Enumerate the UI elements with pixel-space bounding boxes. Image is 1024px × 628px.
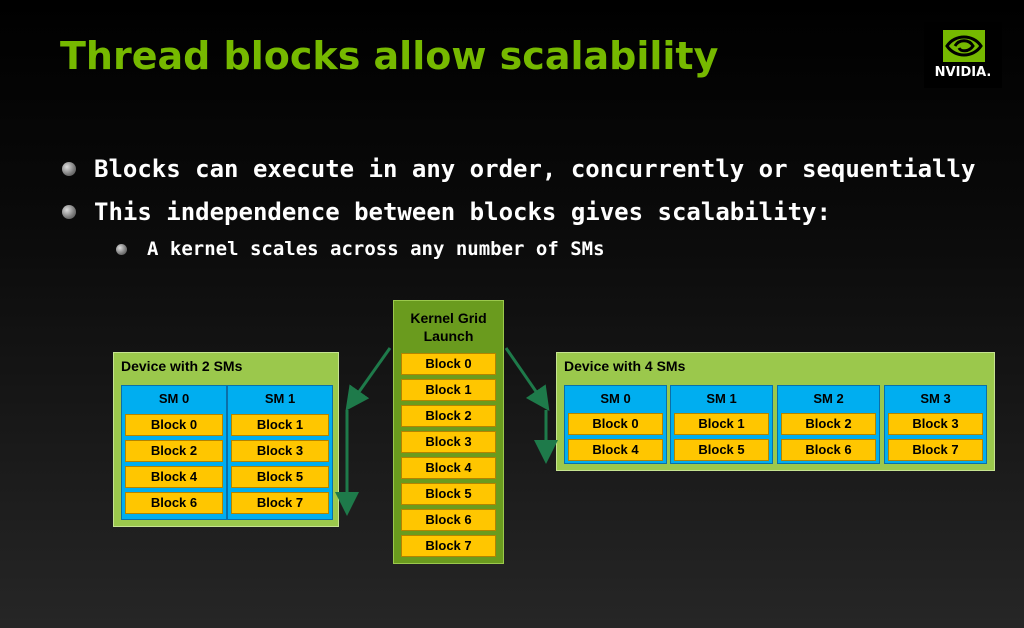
grid-block: Block 5: [401, 483, 496, 505]
block: Block 2: [125, 440, 223, 462]
grid-block: Block 6: [401, 509, 496, 531]
block: Block 1: [231, 414, 329, 436]
sm-title: SM 0: [600, 391, 631, 406]
grid-block: Block 2: [401, 405, 496, 427]
kernel-grid-title: Kernel Grid Launch: [394, 309, 503, 345]
sm-column: SM 3 Block 3 Block 7: [884, 385, 987, 464]
block: Block 0: [568, 413, 663, 435]
sm-title: SM 0: [158, 391, 190, 406]
sm-column: SM 0 Block 0 Block 4: [564, 385, 667, 464]
device-2-sms: Device with 2 SMs SM 0 Block 0 Block 2 B…: [113, 352, 339, 527]
device-title: Device with 4 SMs: [564, 358, 686, 374]
block: Block 3: [231, 440, 329, 462]
bullet-icon: [62, 205, 76, 219]
kernel-grid-title-line1: Kernel Grid: [410, 310, 487, 326]
sm-column: SM 1 Block 1 Block 5: [670, 385, 773, 464]
sm-title: SM 2: [813, 391, 844, 406]
block: Block 7: [888, 439, 983, 461]
device-4-sms: Device with 4 SMs SM 0 Block 0 Block 4 S…: [556, 352, 995, 471]
bullet-text: Blocks can execute in any order, concurr…: [94, 155, 976, 183]
grid-block: Block 4: [401, 457, 496, 479]
sm-title: SM 1: [706, 391, 737, 406]
sm-title: SM 1: [264, 391, 296, 406]
bullet-text: This independence between blocks gives s…: [94, 198, 831, 226]
grid-block: Block 3: [401, 431, 496, 453]
arrow-to-device4: [504, 347, 550, 411]
block: Block 3: [888, 413, 983, 435]
nvidia-eye-icon: [943, 30, 985, 62]
grid-block: Block 1: [401, 379, 496, 401]
block: Block 5: [674, 439, 769, 461]
block: Block 1: [674, 413, 769, 435]
bullet-item: Blocks can execute in any order, concurr…: [62, 155, 975, 183]
bullet-item: This independence between blocks gives s…: [62, 198, 831, 226]
block: Block 4: [568, 439, 663, 461]
block: Block 6: [125, 492, 223, 514]
nvidia-wordmark: NVIDIA.: [934, 65, 992, 80]
bullet-icon: [62, 162, 76, 176]
sm-column: SM 2 Block 2 Block 6: [777, 385, 880, 464]
block: Block 4: [125, 466, 223, 488]
grid-block: Block 0: [401, 353, 496, 375]
sm-column: SM 0 Block 0 Block 2 Block 4 Block 6: [121, 385, 227, 520]
nvidia-logo: NVIDIA.: [924, 22, 1002, 88]
block: Block 5: [231, 466, 329, 488]
kernel-grid-launch: Kernel Grid Launch Block 0 Block 1 Block…: [393, 300, 504, 564]
block: Block 2: [781, 413, 876, 435]
sub-bullet-item: A kernel scales across any number of SMs: [116, 238, 605, 260]
bullet-icon: [116, 243, 127, 255]
device-title: Device with 2 SMs: [121, 358, 243, 374]
sm-title: SM 3: [920, 391, 951, 406]
sub-bullet-text: A kernel scales across any number of SMs: [147, 238, 605, 260]
grid-block: Block 7: [401, 535, 496, 557]
arrow-to-device2: [345, 347, 392, 411]
block: Block 6: [781, 439, 876, 461]
slide-title: Thread blocks allow scalability: [60, 34, 719, 78]
sm-column: SM 1 Block 1 Block 3 Block 5 Block 7: [227, 385, 333, 520]
block: Block 7: [231, 492, 329, 514]
kernel-grid-title-line2: Launch: [423, 328, 474, 344]
block: Block 0: [125, 414, 223, 436]
